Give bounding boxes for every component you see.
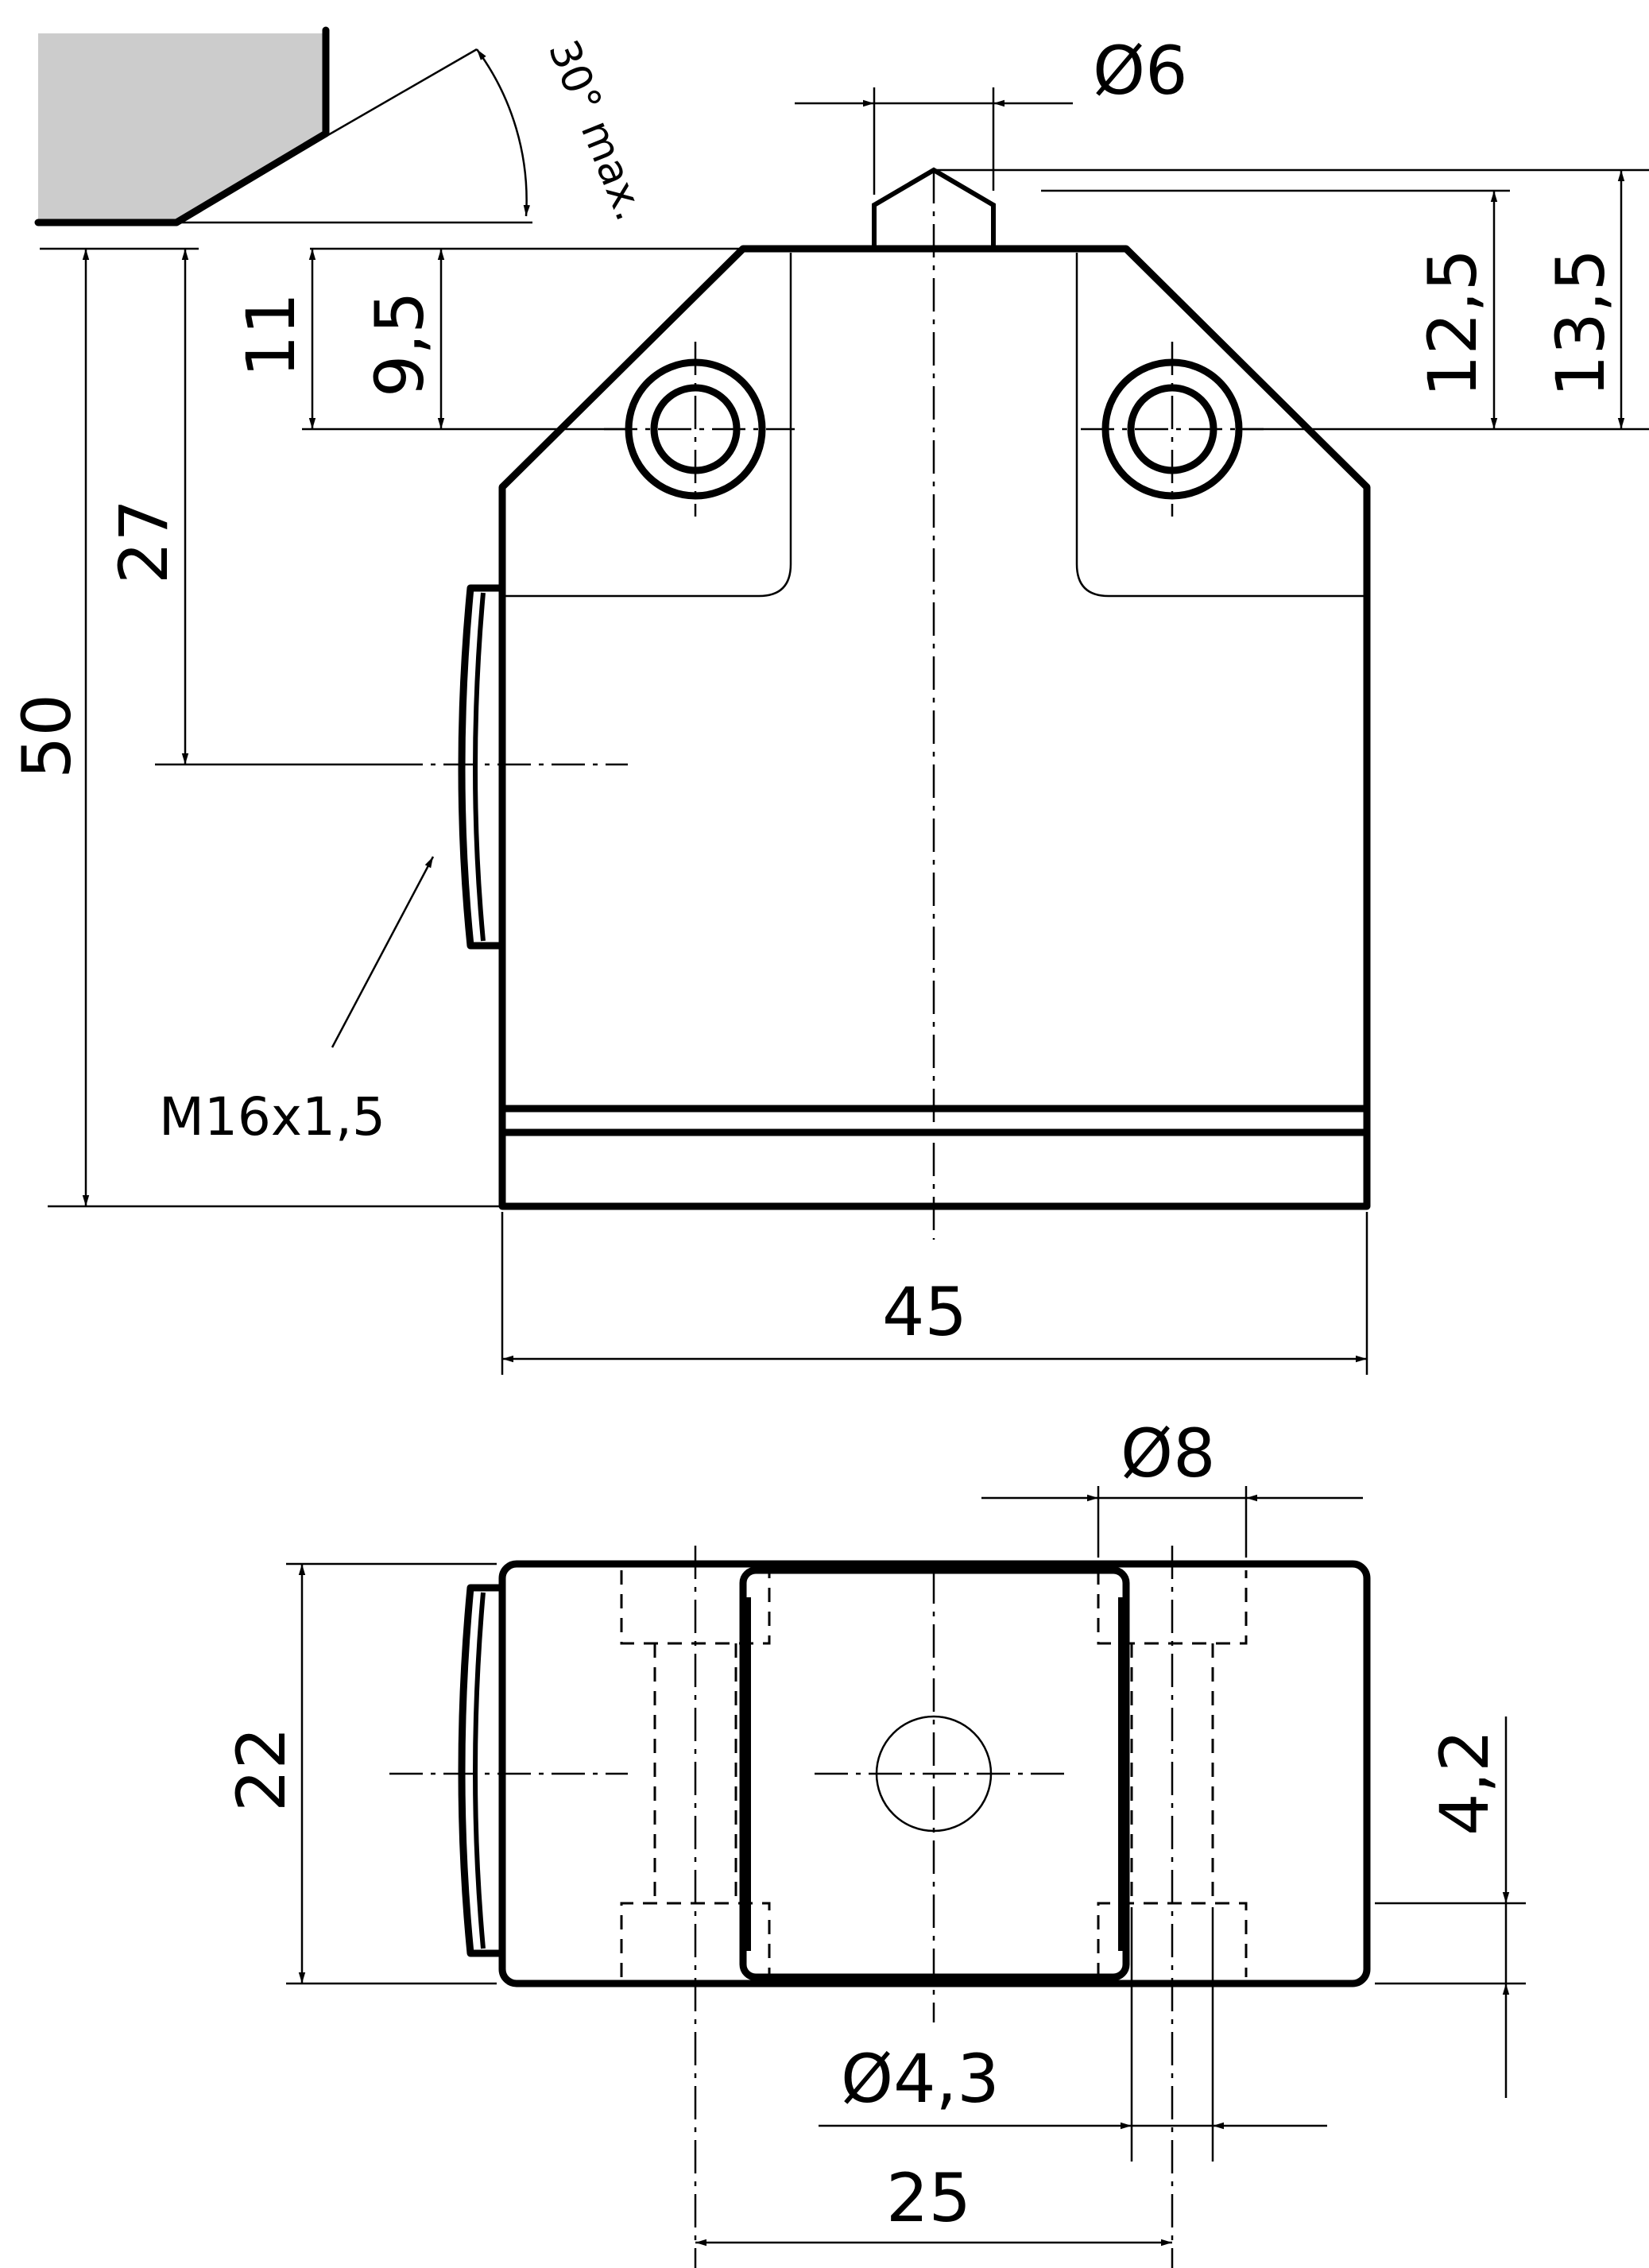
cable-gland-side (458, 584, 506, 950)
dim-height-50: 50 (8, 694, 86, 779)
dim-bore-diameter: Ø8 (1121, 1415, 1216, 1492)
dim-depth-22: 22 (223, 1727, 300, 1812)
dim-spacing-25: 25 (886, 2159, 971, 2237)
dim-hole-diameter: Ø4,3 (841, 2040, 1000, 2118)
dim-thread: M16x1,5 (159, 1086, 385, 1148)
dim-pin-diameter: Ø6 (1093, 32, 1188, 110)
extension-lines-plan (286, 1486, 1526, 2162)
centerlines-front (389, 170, 1264, 1240)
angle-label: 30° max. (539, 33, 654, 227)
dimension-lines-front (82, 99, 1625, 1363)
cable-gland-plan (458, 1584, 506, 1957)
centerlines-plan (389, 1546, 1174, 2268)
dimension-lines-plan (298, 1494, 1510, 2247)
dim-height-9-5: 9,5 (361, 291, 439, 397)
dim-offset-4-2: 4,2 (1426, 1729, 1504, 1836)
dim-height-11: 11 (232, 292, 310, 377)
svg-text:30° max.: 30° max. (539, 33, 654, 227)
dim-height-13-5: 13,5 (1542, 249, 1620, 397)
dim-width-45: 45 (882, 1273, 967, 1351)
dim-height-12-5: 12,5 (1414, 249, 1492, 397)
extension-lines-front (40, 87, 1649, 1375)
actuator-cam (34, 26, 532, 226)
dim-height-27: 27 (105, 499, 183, 584)
